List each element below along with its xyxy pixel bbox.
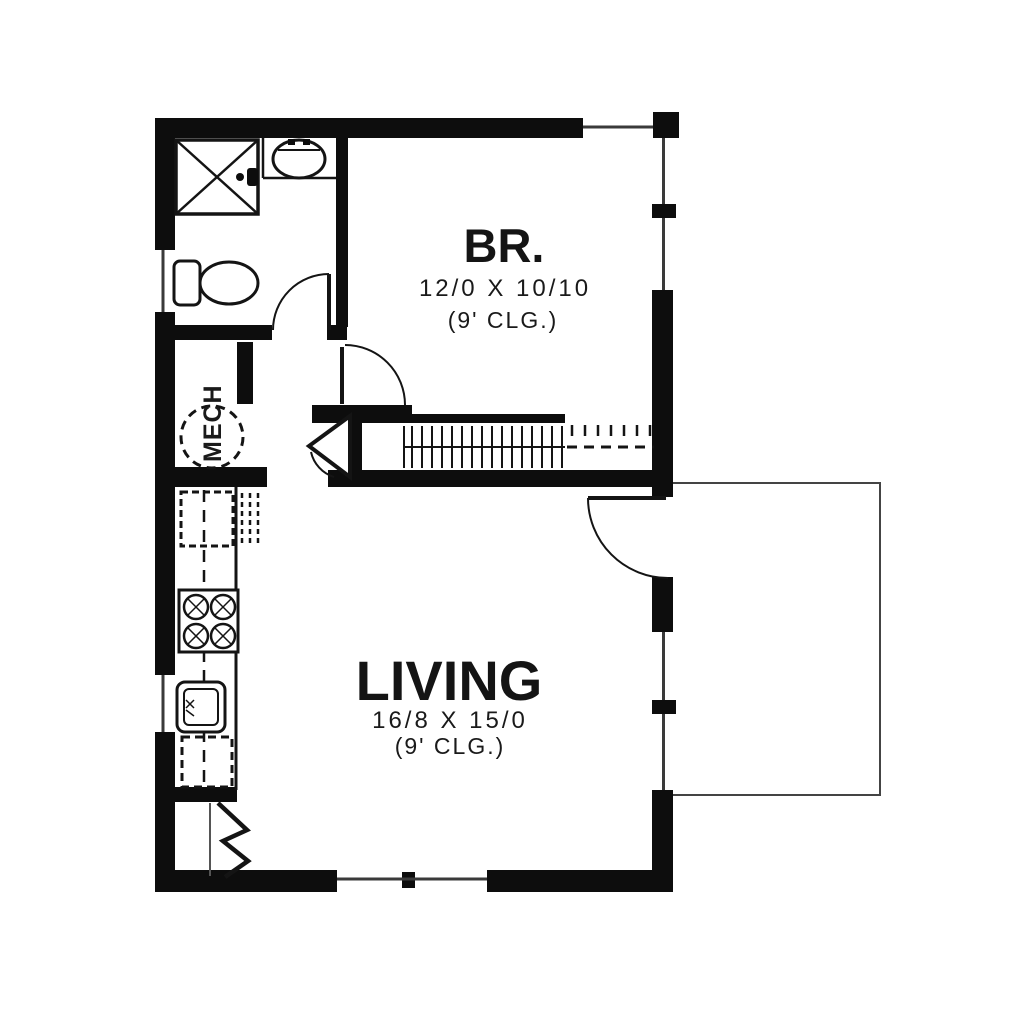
vanity-sink-icon: [261, 138, 336, 180]
closet-bifold-door: [209, 801, 252, 879]
kitchen-sink-icon: [175, 680, 227, 734]
window-mullion-east-upper: [652, 204, 676, 218]
stove-icon: [177, 588, 240, 654]
entry-door: [587, 496, 669, 579]
mech-room-label: MECH: [199, 384, 227, 462]
wall-south-west-span: [155, 870, 337, 892]
bathroom-door: [272, 273, 331, 331]
wall-east-lower: [652, 790, 673, 890]
wall-east-door-stub: [652, 577, 673, 632]
pantry-shelf-lines: [240, 493, 260, 545]
wall-west-lower: [155, 732, 175, 890]
bedroom-door: [340, 344, 406, 406]
wall-east-upper: [652, 290, 673, 497]
wall-stair-north-b: [412, 414, 565, 423]
dishwasher-icon: [180, 735, 234, 789]
wall-west-middle: [155, 312, 175, 675]
living-dimensions: 16/8 X 15/0: [372, 707, 528, 734]
mech-room: MECH: [179, 384, 245, 470]
room-labels: BR. 12/0 X 10/10 (9' CLG.) LIVING 16/8 X…: [356, 219, 591, 759]
bedroom-ceiling-note: (9' CLG.): [448, 307, 559, 333]
wall-south-east-span: [487, 870, 673, 892]
wall-closet-north: [175, 787, 237, 802]
bathroom-fixtures: [172, 138, 336, 307]
stair-railing-ticks: [570, 425, 652, 436]
patio-outline: [673, 482, 881, 796]
wall-west-upper: [155, 118, 175, 250]
wall-bath-door-jamb: [327, 325, 347, 340]
wall-bath-south: [155, 325, 272, 340]
shower-icon: [174, 138, 260, 216]
wall-mech-east: [237, 342, 253, 404]
walls: [155, 112, 679, 892]
windows: [161, 125, 665, 881]
wall-corner-post-ne: [653, 112, 679, 138]
bedroom-label: BR.: [464, 219, 545, 272]
wall-bath-bedroom: [336, 138, 348, 327]
stair-closet-door: [305, 412, 352, 482]
refrigerator-icon: [179, 490, 235, 548]
doors: [209, 273, 669, 879]
stairs: [403, 425, 654, 468]
living-label: LIVING: [356, 649, 543, 712]
window-mullion-east-lower: [652, 700, 676, 714]
water-heater-icon: [179, 404, 245, 470]
wall-stair-south: [328, 470, 673, 487]
bedroom-dimensions: 12/0 X 10/10: [419, 275, 591, 302]
wall-mech-south: [175, 467, 267, 487]
kitchen: [175, 487, 260, 790]
wall-north: [155, 118, 583, 138]
living-ceiling-note: (9' CLG.): [395, 733, 506, 759]
toilet-icon: [172, 259, 260, 307]
